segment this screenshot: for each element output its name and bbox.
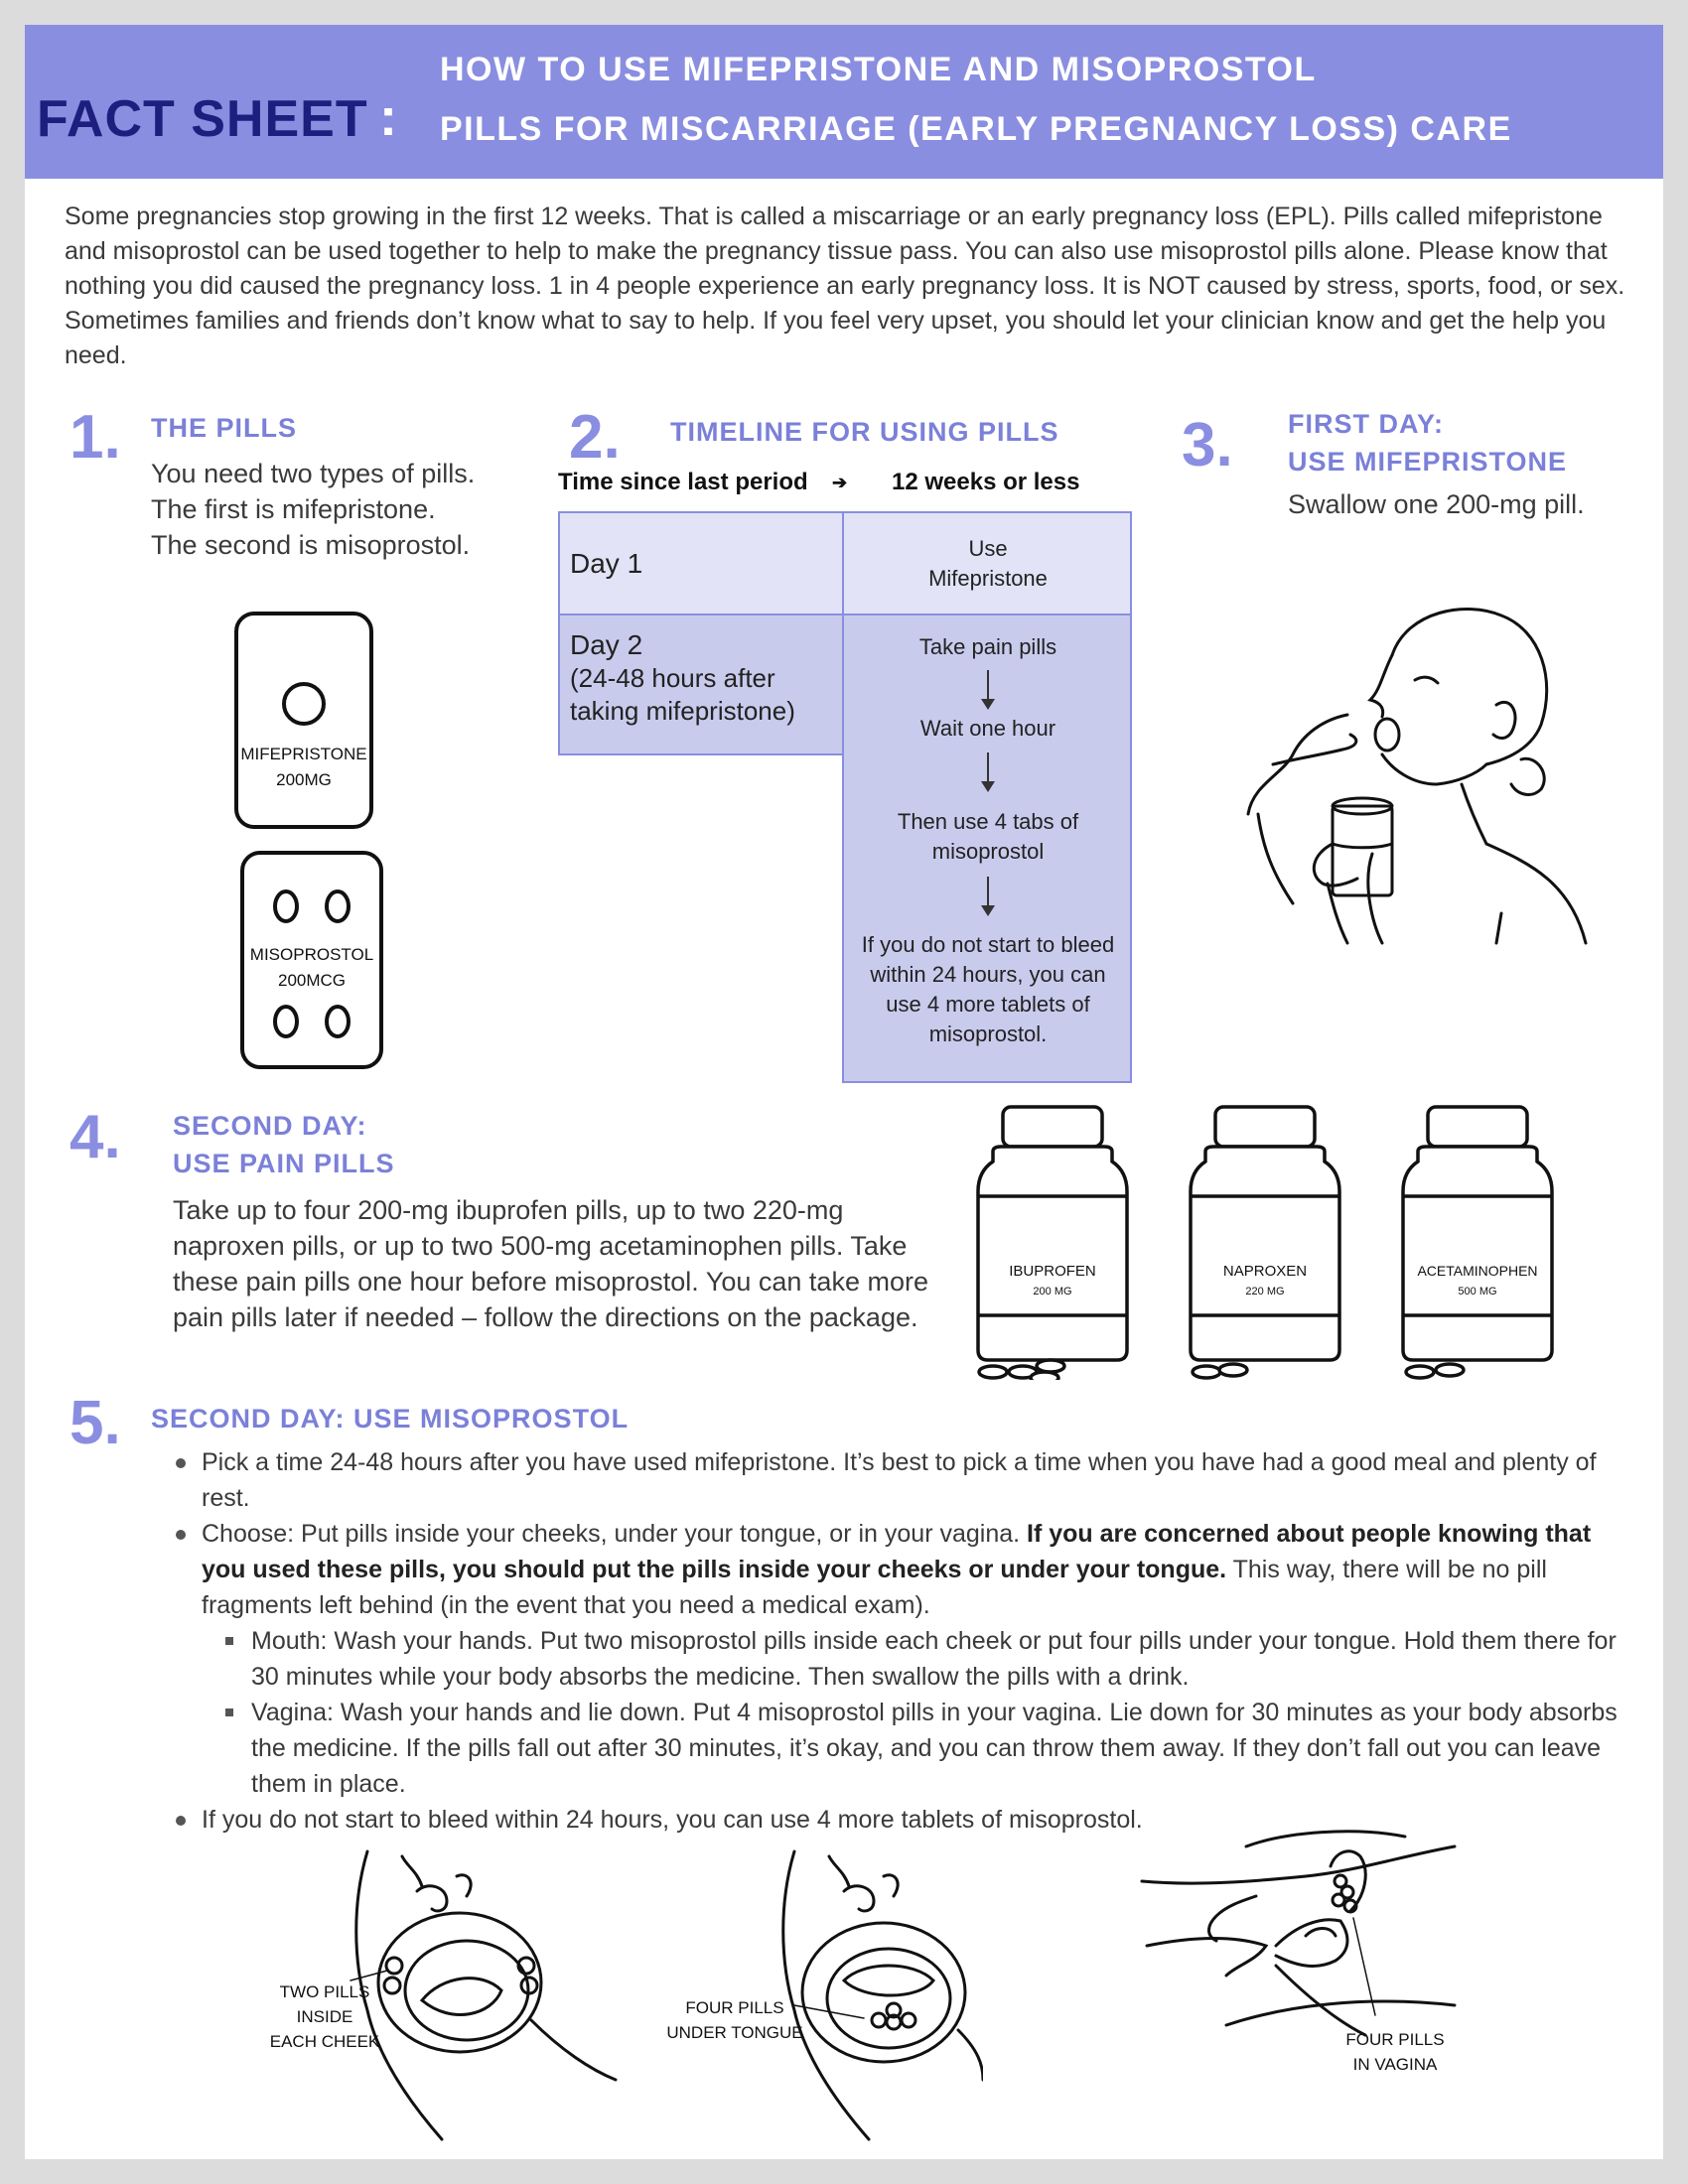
vagina-label-2: IN VAGINA xyxy=(1353,2055,1438,2074)
misoprostol-pack-label-1: MISOPROSTOL xyxy=(250,945,373,964)
bullet-list-item: Pick a time 24-48 hours after you have u… xyxy=(176,1444,1635,1516)
section1-body: You need two types of pills. The first i… xyxy=(151,459,476,560)
timeline-step3: Then use 4 tabs of misoprostol xyxy=(897,809,1079,864)
pills-in-cheek-illustration: TWO PILLS INSIDE EACH CHEEK xyxy=(270,1849,618,2141)
section2-number: 2. xyxy=(569,403,621,472)
timeline-arrow-down-icon xyxy=(981,877,995,916)
section5-number: 5. xyxy=(70,1389,121,1457)
person-swallowing-pill-illustration xyxy=(1246,608,1588,945)
section2-heading: TIMELINE FOR USING PILLS xyxy=(670,417,1059,447)
pills-under-tongue-illustration: FOUR PILLS UNDER TONGUE xyxy=(666,1849,983,2141)
bullet3-text: If you do not start to bleed within 24 h… xyxy=(202,1806,1143,1834)
section3-heading-line2: USE MIFEPRISTONE xyxy=(1288,447,1568,477)
misoprostol-pill-icon xyxy=(273,889,299,923)
sub-bullet-list-item: Vagina: Wash your hands and lie down. Pu… xyxy=(176,1695,1635,1802)
mifepristone-pack-label-2: 200MG xyxy=(276,770,332,789)
timeline-arrow-down-icon xyxy=(981,752,995,792)
section3-number: 3. xyxy=(1182,411,1233,479)
section5-instructions: Pick a time 24-48 hours after you have u… xyxy=(176,1444,1635,1838)
bullet-square-icon xyxy=(225,1708,233,1716)
header-colon: : xyxy=(379,87,397,147)
misoprostol-pill-icon xyxy=(273,1005,299,1038)
bullet2-text-bold: If you are concerned about people knowin… xyxy=(202,1520,1592,1583)
timeline-arrow-down-icon xyxy=(981,670,995,710)
day1-action-line2: Mifepristone xyxy=(928,565,1048,591)
pills-in-vagina-illustration: FOUR PILLS IN VAGINA xyxy=(1140,1830,1457,2074)
day1-label: Day 1 xyxy=(570,547,643,579)
sub2-text: Vagina: Wash your hands and lie down. Pu… xyxy=(251,1699,1618,1798)
section3-body: Swallow one 200-mg pill. xyxy=(1288,489,1585,519)
timeline-col-left: Time since last period xyxy=(558,469,808,495)
acetaminophen-bottle xyxy=(1401,1105,1554,1380)
misoprostol-pill-icon xyxy=(325,889,351,923)
tongue-label-2: UNDER TONGUE xyxy=(666,2023,802,2042)
header-title-line2: PILLS FOR MISCARRIAGE (EARLY PREGNANCY L… xyxy=(440,110,1512,148)
day2-sublabel: (24-48 hours after taking mifepristone) xyxy=(570,663,795,726)
section1-number: 1. xyxy=(70,403,121,472)
cheek-label-1: TWO PILLS xyxy=(280,1982,370,2001)
timeline-arrow-icon: ➔ xyxy=(832,473,848,492)
intro-paragraph: Some pregnancies stop growing in the fir… xyxy=(65,203,1625,369)
day2-label: Day 2 xyxy=(570,629,643,660)
pill-packs-illustration: MIFEPRISTONE 200MG MISOPROSTOL 200MCG xyxy=(234,612,383,1069)
cheek-label-2: INSIDE xyxy=(297,2007,353,2026)
timeline-day2-steps xyxy=(842,614,1132,1083)
ibuprofen-label: IBUPROFEN xyxy=(1009,1263,1096,1280)
timeline-row-day2 xyxy=(558,614,844,755)
section3-heading-line1: FIRST DAY: xyxy=(1288,409,1445,439)
timeline-step4: If you do not start to bleed within 24 h… xyxy=(861,932,1115,1046)
header-banner: FACT SHEET : HOW TO USE MIFEPRISTONE AND… xyxy=(25,25,1663,179)
bullet2-text-end: This way, there will be no pill fragment… xyxy=(202,1556,1547,1619)
bullet-dot-icon xyxy=(176,1816,186,1826)
section5-heading: SECOND DAY: USE MISOPROSTOL xyxy=(151,1404,630,1433)
bullet2-text-start: Choose: Put pills inside your cheeks, un… xyxy=(202,1520,1028,1548)
fact-sheet-label: FACT SHEET xyxy=(37,90,368,148)
sub-bullet-list-item: Mouth: Wash your hands. Put two misopros… xyxy=(176,1623,1635,1695)
mifepristone-pack xyxy=(234,612,373,829)
bullet1-text: Pick a time 24-48 hours after you have u… xyxy=(202,1448,1597,1512)
section4-heading-line1: SECOND DAY: xyxy=(173,1111,367,1141)
acetaminophen-label: ACETAMINOPHEN xyxy=(1417,1263,1537,1279)
bullet-dot-icon xyxy=(176,1458,186,1468)
vagina-label-1: FOUR PILLS xyxy=(1345,2030,1444,2049)
section1-heading: THE PILLS xyxy=(151,413,298,443)
bullet-list-item: Choose: Put pills inside your cheeks, un… xyxy=(176,1516,1635,1623)
mifepristone-pill-icon xyxy=(282,682,326,726)
bullet-dot-icon xyxy=(176,1530,186,1540)
pain-pill-bottles-illustration: IBUPROFEN 200 MG NAPROXEN 220 MG ACETAMI… xyxy=(976,1105,1554,1380)
ibuprofen-bottle xyxy=(976,1105,1129,1380)
naproxen-bottle xyxy=(1189,1105,1341,1380)
day1-action-line1: Use xyxy=(968,535,1008,561)
naproxen-label: NAPROXEN xyxy=(1223,1263,1307,1280)
tongue-label-1: FOUR PILLS xyxy=(685,1998,783,2017)
section4-number: 4. xyxy=(70,1103,121,1171)
mifepristone-pack-label-1: MIFEPRISTONE xyxy=(240,745,366,763)
misoprostol-pack-label-2: 200MCG xyxy=(278,971,346,990)
timeline-step2: Wait one hour xyxy=(919,716,1056,741)
timeline-col-right: 12 weeks or less xyxy=(892,469,1080,495)
header-title-line1: HOW TO USE MIFEPRISTONE AND MISOPROSTOL xyxy=(440,51,1317,88)
fact-sheet-page: FACT SHEET : HOW TO USE MIFEPRISTONE AND… xyxy=(25,25,1663,2159)
bullet-square-icon xyxy=(225,1637,233,1645)
sub1-text: Mouth: Wash your hands. Put two misopros… xyxy=(251,1627,1617,1691)
naproxen-dose: 220 MG xyxy=(1245,1286,1284,1297)
ibuprofen-dose: 200 MG xyxy=(1033,1286,1071,1297)
day1-cell: Day 1 xyxy=(558,511,844,615)
day1-action-cell: Use Mifepristone xyxy=(844,511,1132,615)
timeline-step1: Take pain pills xyxy=(918,634,1057,659)
day2-cell: Day 2 (24-48 hours after taking mifepris… xyxy=(558,628,844,728)
section4-body: Take up to four 200-mg ibuprofen pills, … xyxy=(173,1195,928,1332)
cheek-label-3: EACH CHEEK xyxy=(270,2032,380,2051)
acetaminophen-dose: 500 MG xyxy=(1458,1286,1496,1297)
bullet-list-item: If you do not start to bleed within 24 h… xyxy=(176,1802,1635,1838)
misoprostol-pill-icon xyxy=(325,1005,351,1038)
section4-heading-line2: USE PAIN PILLS xyxy=(173,1149,395,1178)
